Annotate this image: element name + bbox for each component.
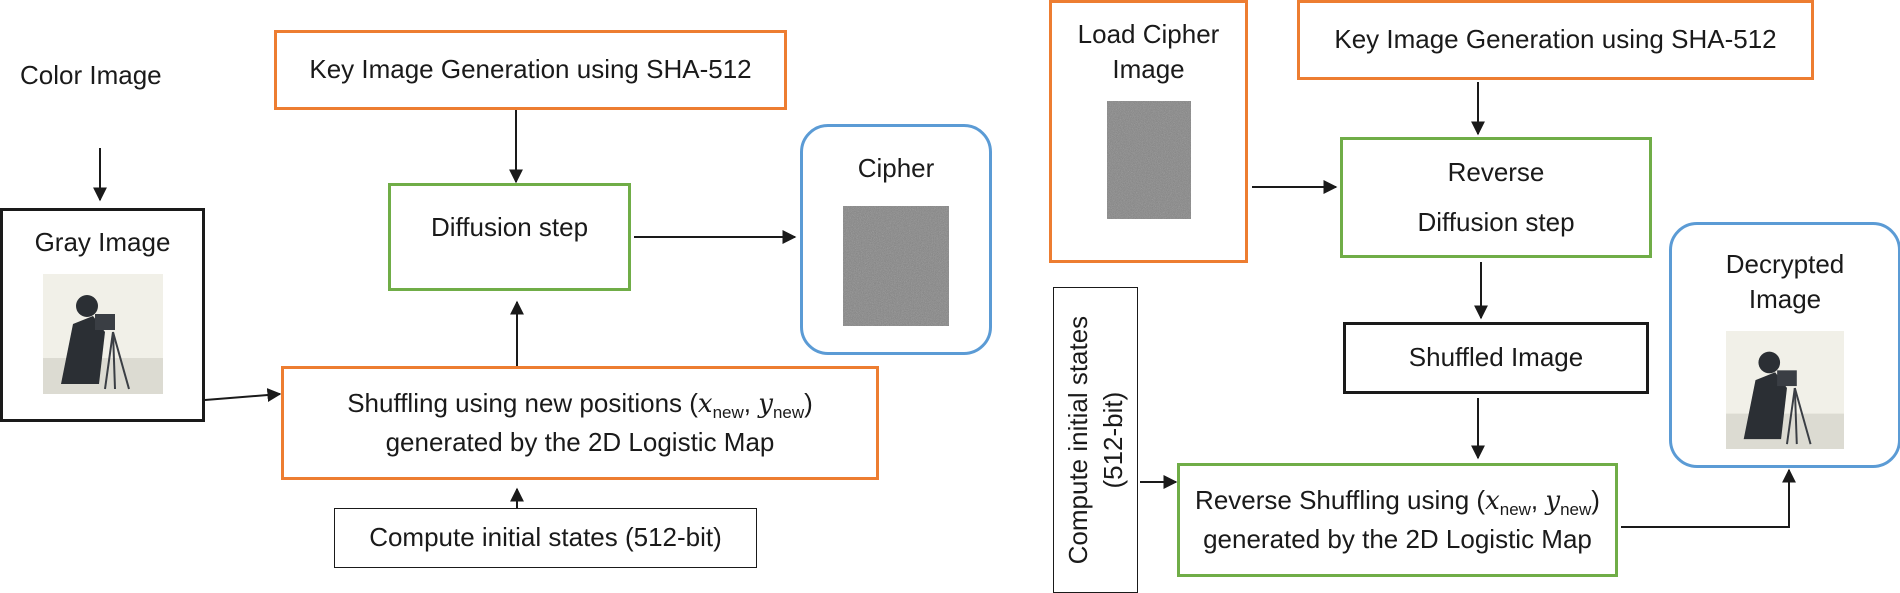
- shuffling-line2: generated by the 2D Logistic Map: [385, 427, 775, 458]
- decrypted-line2: Image: [1748, 284, 1822, 315]
- arrow-gray-to-shuffle: [204, 388, 282, 402]
- arrow-revshuffle-to-decrypted: [1621, 468, 1796, 528]
- shuffling-box: Shuffling using new positions (xnew, yne…: [281, 366, 879, 480]
- decrypt-key-image-generation-box: Key Image Generation using SHA-512: [1297, 0, 1814, 80]
- decrypt-key-image-generation-label: Key Image Generation using SHA-512: [1334, 24, 1777, 55]
- x-new-var: xnew: [697, 388, 744, 423]
- shuffled-image-box: Shuffled Image: [1343, 322, 1649, 394]
- y-new-var: ynew: [758, 388, 805, 423]
- shuffling-line1: Shuffling using new positions (xnew, yne…: [347, 387, 813, 423]
- load-cipher-line2: Image: [1112, 54, 1185, 85]
- decrypted-cameraman-image: [1726, 331, 1844, 450]
- load-cipher-line1: Load Cipher: [1077, 19, 1220, 49]
- diffusion-step-box: Diffusion step: [388, 183, 631, 291]
- load-cipher-noise-image: [1106, 101, 1191, 228]
- compute-initial-states-label: Compute initial states (512-bit): [369, 522, 722, 553]
- decrypted-image-box: Decrypted Image: [1669, 222, 1900, 468]
- gray-image-label: Gray Image: [34, 227, 171, 257]
- decrypted-line1: Decrypted: [1725, 249, 1845, 279]
- decrypt-compute-initial-states-box: Compute initial states (512-bit): [1053, 287, 1138, 593]
- reverse-diffusion-box: Reverse Diffusion step: [1340, 137, 1652, 258]
- decrypt-compute-initial-states-label: Compute initial states (512-bit): [1062, 315, 1128, 565]
- rev-y-new-var: ynew: [1545, 485, 1592, 520]
- reverse-shuffling-line2: generated by the 2D Logistic Map: [1203, 524, 1592, 555]
- reverse-shuffling-box: Reverse Shuffling using (xnew, ynew) gen…: [1177, 463, 1618, 577]
- compute-initial-states-box: Compute initial states (512-bit): [334, 508, 757, 568]
- reverse-diffusion-line2: Diffusion step: [1417, 206, 1575, 237]
- color-image-label: Color Image: [20, 60, 162, 90]
- shuffled-image-label: Shuffled Image: [1408, 342, 1584, 373]
- key-image-generation-box: Key Image Generation using SHA-512: [274, 30, 787, 110]
- cameraman-image: [42, 274, 163, 395]
- reverse-diffusion-line1: Reverse: [1447, 157, 1545, 188]
- key-image-generation-label: Key Image Generation using SHA-512: [309, 54, 752, 85]
- cipher-noise-image: [843, 206, 949, 335]
- cipher-label: Cipher: [857, 153, 935, 183]
- rev-x-new-var: xnew: [1485, 485, 1531, 520]
- reverse-shuffling-line1: Reverse Shuffling using (xnew, ynew): [1195, 484, 1600, 520]
- diffusion-step-label: Diffusion step: [430, 212, 589, 242]
- gray-image-box: Gray Image: [0, 208, 205, 422]
- load-cipher-image-box: Load Cipher Image: [1049, 0, 1248, 263]
- cipher-box: Cipher: [800, 124, 992, 355]
